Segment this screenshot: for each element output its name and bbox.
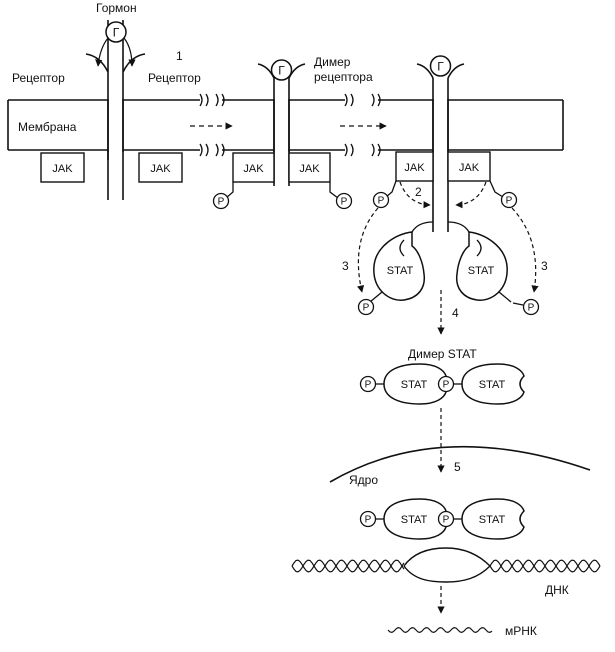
- phosphate-label: P: [443, 515, 450, 526]
- jak-box: [138, 152, 183, 183]
- dna-strand: [291, 559, 405, 573]
- phosphate-tether: [385, 180, 397, 198]
- receptor-channel: [275, 99, 288, 152]
- phosphate-tether: [225, 182, 234, 199]
- membrane-break-marks: [199, 93, 381, 157]
- phosphorylation-arrow-left: [399, 181, 431, 209]
- phosphate-label: P: [528, 303, 535, 314]
- membrane-label: Мембрана: [18, 120, 77, 134]
- membrane: [7, 99, 564, 151]
- mrna-label: мРНК: [505, 624, 537, 638]
- jak-box: [288, 152, 331, 183]
- step-5-label: 5: [454, 460, 461, 474]
- jak-label: JAK: [243, 163, 264, 175]
- stat-docking-site: [447, 221, 470, 233]
- hormone-symbol: Г: [113, 26, 120, 40]
- receptor-left-label: Рецептор: [12, 71, 65, 85]
- stat-dimer-label: Димер STAT: [408, 347, 477, 361]
- jak-label: JAK: [459, 162, 480, 174]
- phosphate-tether: [489, 180, 504, 198]
- dna-helix: [291, 547, 601, 583]
- hormone-symbol: Г: [278, 64, 285, 78]
- stat-label: STAT: [387, 265, 414, 277]
- hormone-icon: [270, 59, 293, 81]
- stat-label: STAT: [401, 379, 428, 391]
- phosphate-tether: [512, 302, 524, 306]
- phosphate-icon: [212, 192, 230, 210]
- receptor-dimer-label-line1: Димер: [314, 55, 351, 69]
- stat-dimer-nucleus: P STAT P STAT: [359, 498, 525, 540]
- stat-protein: [461, 363, 525, 405]
- phosphate-label: P: [363, 303, 370, 314]
- phosphate-label: P: [365, 515, 372, 526]
- phosphate-icon: [437, 375, 455, 393]
- phosphate-tether: [329, 182, 339, 199]
- step-3-label-right: 3: [541, 259, 548, 273]
- jak-label: JAK: [52, 163, 73, 175]
- hormone-label: Гормон: [96, 1, 137, 15]
- jak-box: [40, 152, 85, 183]
- mrna-strand: [387, 626, 493, 634]
- dna-strand: [489, 559, 601, 573]
- receptor-right-label: Рецептор: [148, 71, 201, 85]
- stat-phosphorylation-arrow-right: [511, 207, 539, 293]
- stat-protein: [461, 498, 525, 540]
- nucleus-label: Ядро: [349, 473, 378, 487]
- dna-strand: [291, 559, 405, 573]
- stat-label: STAT: [468, 265, 495, 277]
- phosphorylation-arrow-right: [455, 181, 487, 209]
- phosphate-icon: [335, 192, 353, 210]
- phosphate-icon: [522, 298, 540, 316]
- phosphate-icon: [500, 191, 518, 209]
- stat-label: STAT: [401, 514, 428, 526]
- step-3-label-left: 3: [342, 259, 349, 273]
- phosphate-label: P: [443, 380, 450, 391]
- stat-label: STAT: [479, 514, 506, 526]
- stat-protein: [373, 231, 426, 301]
- step-1-label: 1: [176, 49, 183, 63]
- jak-box: [395, 151, 434, 182]
- receptor-channel: [109, 99, 122, 152]
- transcription-bubble: [403, 565, 491, 583]
- phosphate-label: P: [341, 197, 348, 208]
- jak-label: JAK: [150, 163, 171, 175]
- hormone-icon: [105, 21, 127, 43]
- stat-label: STAT: [479, 379, 506, 391]
- stat-docking-site: [411, 221, 434, 233]
- dna-label: ДНК: [545, 583, 569, 597]
- phosphate-tether: [498, 291, 512, 303]
- phosphate-icon: [359, 510, 377, 528]
- phosphate-icon: [437, 510, 455, 528]
- phosphate-icon: [357, 298, 375, 316]
- phosphate-icon: [359, 375, 377, 393]
- phosphate-label: P: [365, 380, 372, 391]
- stat-notch: [399, 239, 405, 257]
- phosphate-icon: [372, 191, 390, 209]
- stat-phosphorylation-arrow-left: [357, 207, 379, 293]
- jak-label: JAK: [404, 162, 425, 174]
- jak-box: [232, 152, 275, 183]
- phosphate-tether: [369, 291, 383, 303]
- binding-arrow-right: [123, 37, 136, 67]
- phosphate-label: P: [378, 196, 385, 207]
- receptor-channel: [434, 99, 447, 152]
- receptor-dimer-label-line2: рецептора: [314, 70, 373, 84]
- transcription-bubble: [403, 547, 491, 567]
- stat-dimer-cytoplasm: P STAT P STAT: [359, 363, 525, 405]
- step-2-label: 2: [415, 185, 422, 199]
- phosphate-label: P: [218, 197, 225, 208]
- phosphate-label: P: [506, 196, 513, 207]
- hormone-symbol: Г: [437, 60, 444, 74]
- nuclear-envelope: [329, 445, 591, 483]
- jak-label: JAK: [299, 163, 320, 175]
- binding-arrow-left: [95, 37, 109, 67]
- step-4-label: 4: [452, 306, 459, 320]
- stat-protein: [455, 231, 508, 301]
- stat-notch: [476, 239, 482, 257]
- jak-box: [447, 151, 491, 182]
- hormone-icon: [429, 55, 452, 77]
